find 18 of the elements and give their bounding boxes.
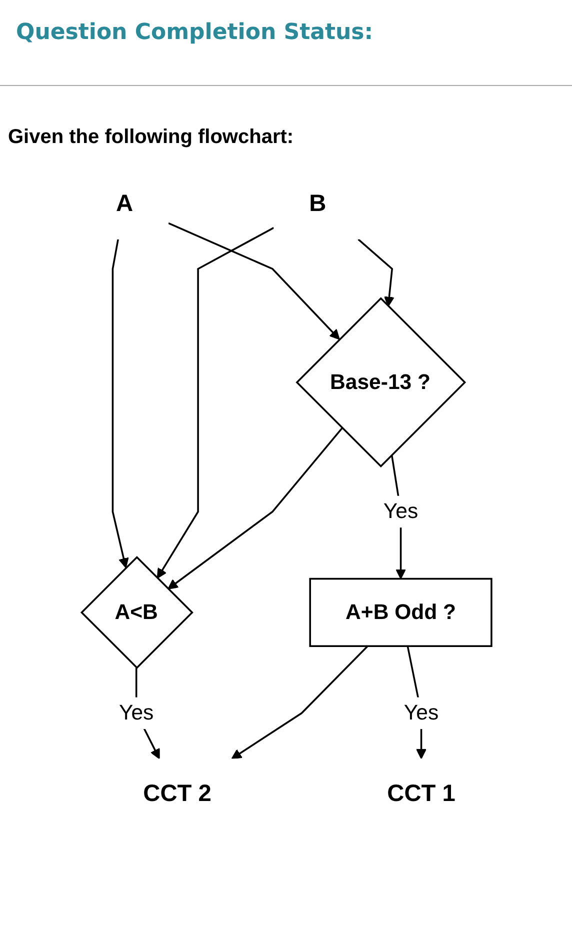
node-diamond: Base-13 ? — [296, 297, 466, 468]
node-box: A+B Odd ? — [309, 578, 492, 647]
arrow — [168, 222, 340, 340]
node-diamond: A<B — [80, 556, 194, 669]
edge-label: Yes — [404, 700, 439, 724]
arrow — [156, 227, 274, 579]
node-text: CCT 1 — [387, 781, 456, 808]
prompt-text: Given the following flowchart: — [8, 126, 294, 149]
node-text: B — [309, 190, 326, 217]
edge-label: Yes — [383, 499, 418, 523]
page-heading: Question Completion Status: — [16, 20, 374, 45]
arrow — [112, 239, 129, 568]
arrow — [358, 238, 394, 307]
node-text: A — [116, 190, 134, 217]
edge-label: Yes — [118, 700, 154, 724]
node-text: CCT 2 — [143, 781, 212, 808]
arrow — [168, 428, 343, 590]
arrow — [231, 646, 368, 760]
